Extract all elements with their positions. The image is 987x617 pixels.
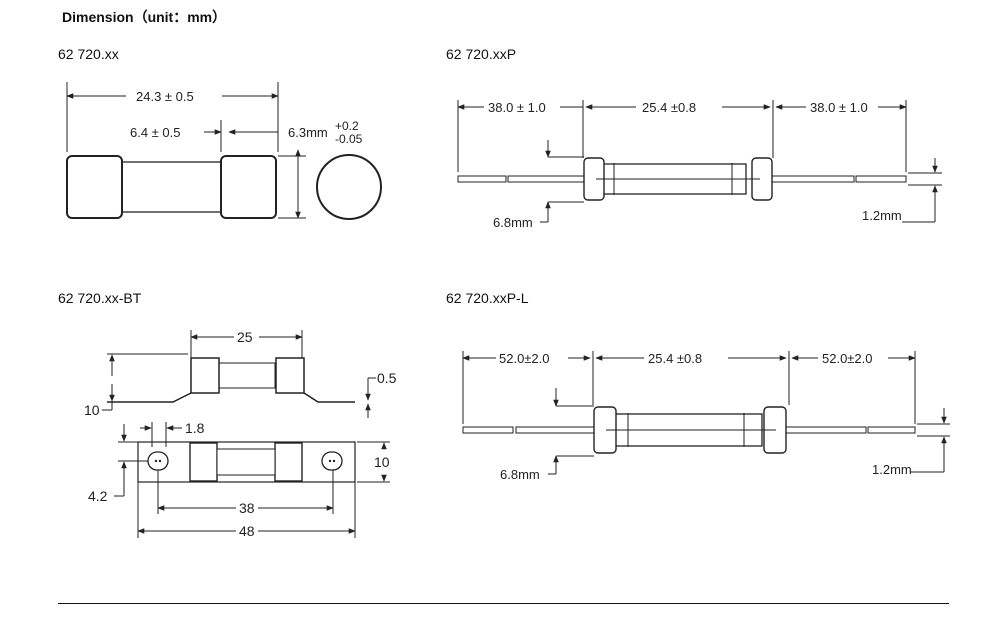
dim-d-body: 25.4 ±0.8 [648,351,702,366]
dim-d-lead-left: 52.0±2.0 [499,351,550,366]
diagram-c [102,330,390,538]
dim-a-tol-plus: +0.2 [335,119,359,133]
dim-c-top-len: 25 [237,329,253,345]
mounting-hole-marks [154,459,336,463]
dim-c-pitch: 38 [239,500,255,516]
dim-c-width: 10 [374,454,390,470]
footer-divider [58,603,949,604]
dim-d-lead-dia: 1.2mm [872,462,912,477]
model-label-a: 62 720.xx [58,46,119,62]
model-label-d: 62 720.xxP-L [446,290,529,306]
dim-b-lead-left: 38.0 ± 1.0 [488,100,546,115]
dim-b-lead-dia: 1.2mm [862,208,902,223]
diagram-b [457,100,942,223]
dim-c-total: 48 [239,523,255,539]
dim-c-thick: 0.5 [377,370,397,386]
dim-b-body-dia: 6.8mm [493,215,533,230]
diagram-a [66,82,382,220]
model-label-c: 62 720.xx-BT [58,290,142,306]
diagram-d [462,351,950,475]
model-label-b: 62 720.xxP [446,46,517,62]
dim-d-lead-right: 52.0±2.0 [822,351,873,366]
dim-c-height: 10 [84,402,100,418]
dim-c-hole: 1.8 [185,420,205,436]
dim-b-lead-right: 38.0 ± 1.0 [810,100,868,115]
dim-b-body: 25.4 ±0.8 [642,100,696,115]
dim-a-length: 24.3 ± 0.5 [136,89,194,104]
dim-a-cap: 6.4 ± 0.5 [130,125,181,140]
dim-a-diameter: 6.3mm [288,125,328,140]
page-heading: Dimension（unit：mm） [62,9,227,25]
dim-d-body-dia: 6.8mm [500,467,540,482]
dim-a-tol-minus: -0.05 [335,132,363,146]
dim-c-offset: 4.2 [88,488,108,504]
